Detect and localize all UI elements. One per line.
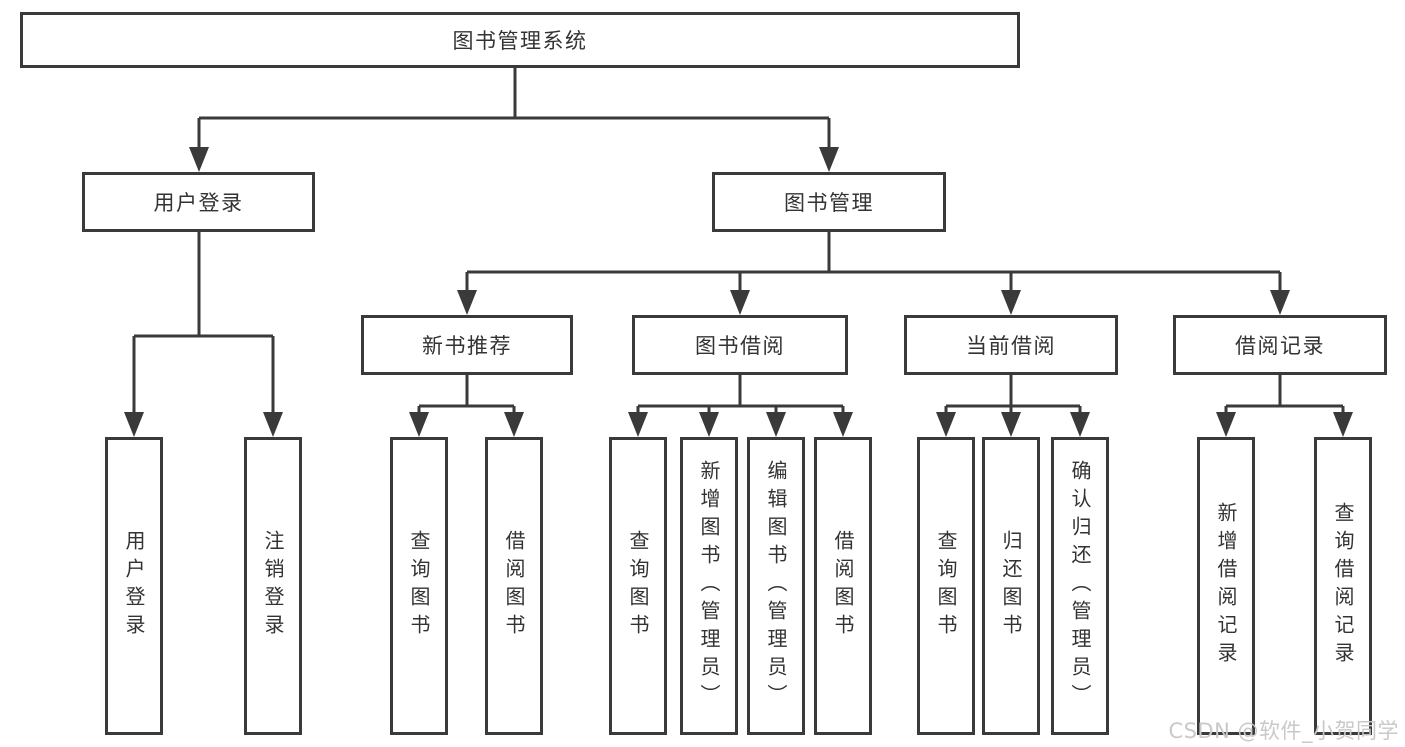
leaf-label: 注销登录 [261, 530, 285, 642]
arrow-down-icon [263, 412, 283, 437]
leaf-label: 归还图书 [999, 530, 1023, 642]
leaf-label: 查询图书 [626, 530, 650, 642]
arrow-down-icon [409, 412, 429, 437]
arrow-down-icon [1270, 290, 1290, 315]
leaf-confirm-return-admin: 确认归还（管理员） [1051, 437, 1109, 735]
leaf-query-borrow-record: 查询借阅记录 [1314, 437, 1372, 735]
node-book-borrowing: 图书借阅 [632, 315, 848, 375]
leaf-query-book: 查询图书 [609, 437, 667, 735]
arrow-down-icon [189, 147, 209, 172]
leaf-label: 查询图书 [407, 530, 431, 642]
leaf-label: 新增借阅记录 [1214, 502, 1238, 670]
arrow-down-icon [699, 412, 719, 437]
leaf-borrow-book: 借阅图书 [814, 437, 872, 735]
arrow-down-icon [1216, 412, 1236, 437]
leaf-user-login: 用户登录 [105, 437, 163, 735]
leaf-label: 新增图书（管理员） [697, 460, 721, 712]
arrow-down-icon [628, 412, 648, 437]
arrow-down-icon [819, 147, 839, 172]
leaf-query-book: 查询图书 [390, 437, 448, 735]
leaf-label: 编辑图书（管理员） [764, 460, 788, 712]
arrow-down-icon [457, 290, 477, 315]
leaf-label: 查询借阅记录 [1331, 502, 1355, 670]
arrow-down-icon [1333, 412, 1353, 437]
arrow-down-icon [730, 290, 750, 315]
node-borrowing-records: 借阅记录 [1173, 315, 1387, 375]
node-current-borrowing: 当前借阅 [904, 315, 1118, 375]
arrow-down-icon [936, 412, 956, 437]
arrow-down-icon [504, 412, 524, 437]
leaf-label: 确认归还（管理员） [1068, 460, 1092, 712]
arrow-down-icon [1001, 412, 1021, 437]
leaf-logout: 注销登录 [244, 437, 302, 735]
leaf-label: 借阅图书 [502, 530, 526, 642]
leaf-add-book-admin: 新增图书（管理员） [680, 437, 738, 735]
node-new-book-recommend: 新书推荐 [361, 315, 573, 375]
node-root: 图书管理系统 [20, 12, 1020, 68]
node-user-login: 用户登录 [82, 172, 315, 232]
leaf-label: 查询图书 [934, 530, 958, 642]
leaf-query-book: 查询图书 [917, 437, 975, 735]
arrow-down-icon [124, 412, 144, 437]
leaf-label: 借阅图书 [831, 530, 855, 642]
arrow-down-icon [833, 412, 853, 437]
leaf-add-borrow-record: 新增借阅记录 [1197, 437, 1255, 735]
leaf-return-book: 归还图书 [982, 437, 1040, 735]
leaf-label: 用户登录 [122, 530, 146, 642]
arrow-down-icon [1001, 290, 1021, 315]
arrow-down-icon [1070, 412, 1090, 437]
csdn-watermark: CSDN @软件_小贺同学 [1168, 719, 1399, 743]
node-book-management: 图书管理 [712, 172, 946, 232]
leaf-borrow-book: 借阅图书 [485, 437, 543, 735]
leaf-edit-book-admin: 编辑图书（管理员） [747, 437, 805, 735]
arrow-down-icon [766, 412, 786, 437]
